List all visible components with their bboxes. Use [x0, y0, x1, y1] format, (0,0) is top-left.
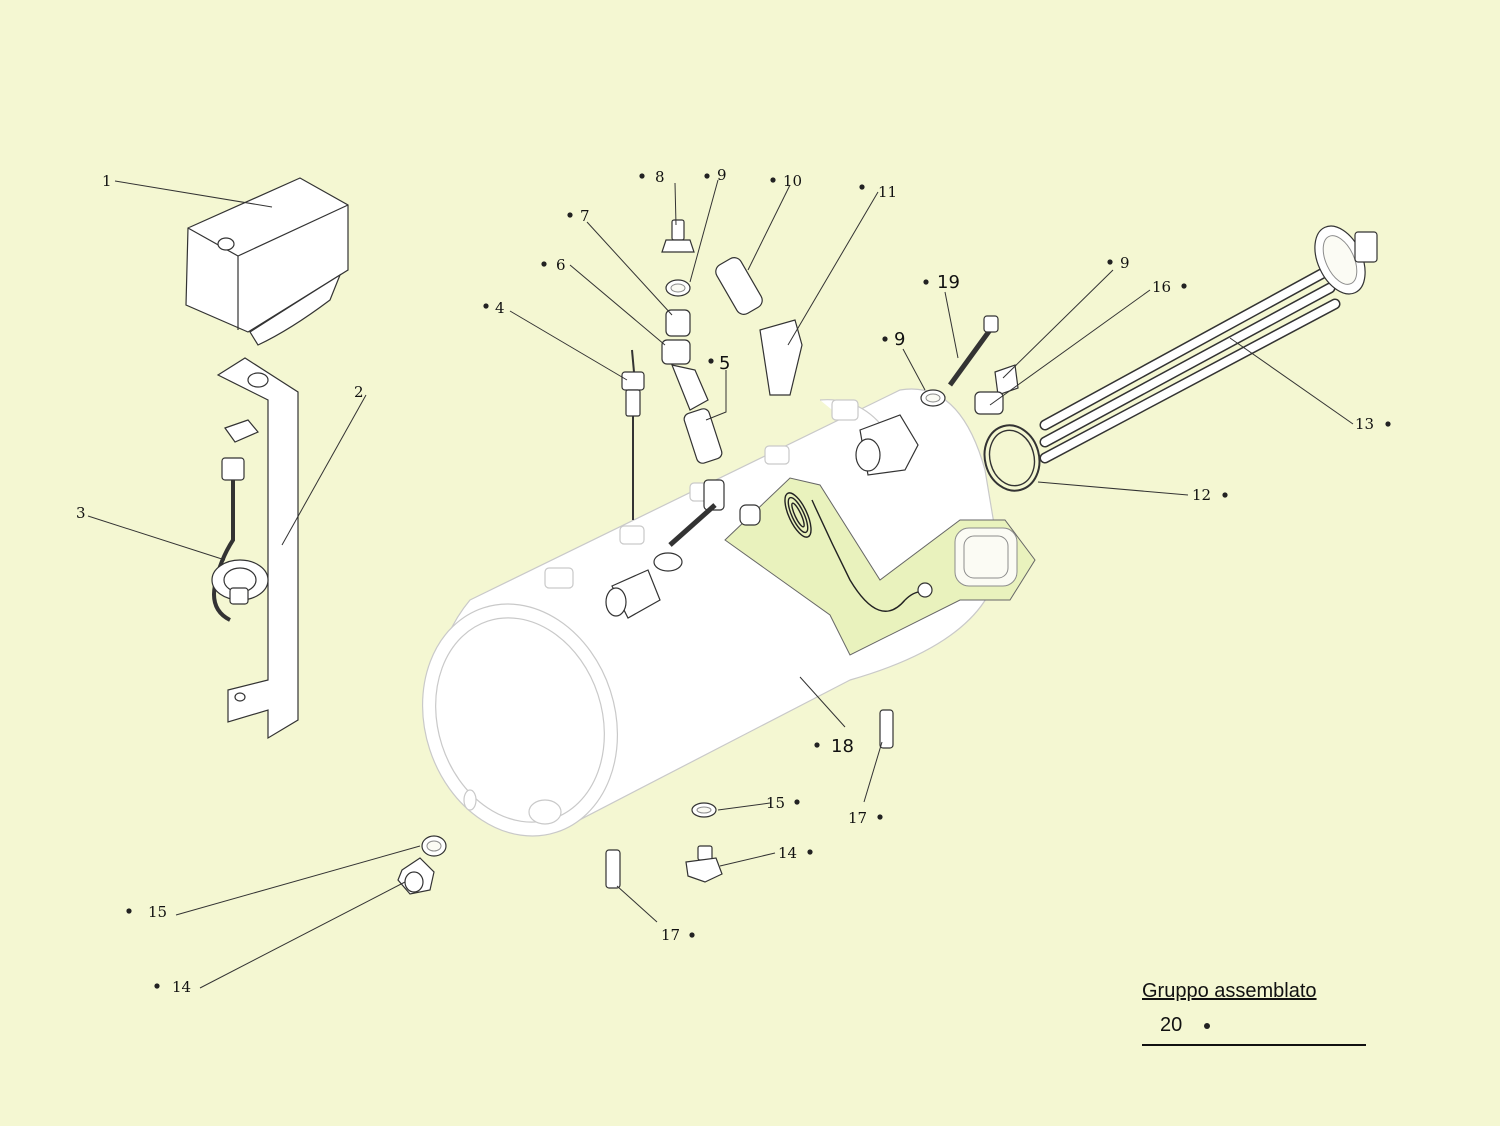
assembly-dot: [1204, 1023, 1210, 1029]
callout-17-right: 17: [848, 809, 867, 827]
callout-9-mid: 9: [894, 329, 905, 350]
callout-12: 12: [1192, 486, 1211, 504]
callout-13: 13: [1355, 415, 1374, 433]
callout-5: 5: [719, 353, 730, 374]
assembly-legend: Gruppo assemblato 20: [1142, 980, 1366, 1048]
assembly-number: 20: [1160, 1014, 1183, 1036]
callout-14-right: 14: [778, 844, 797, 862]
callout-7: 7: [580, 207, 590, 225]
callout-1: 1: [102, 172, 112, 190]
callout-2: 2: [354, 383, 364, 401]
callout-10: 10: [783, 172, 802, 190]
callout-14-left: 14: [172, 978, 191, 996]
boiler-tank: [421, 388, 1001, 837]
callout-4: 4: [495, 299, 505, 317]
leader-lines: [87, 179, 1354, 989]
callout-15-left: 15: [148, 903, 167, 921]
callout-labels: 1 2 3 4 5 6 7 8 9 10 11 12 13 14 14 15 1…: [76, 166, 1374, 996]
callout-11: 11: [878, 183, 897, 201]
heating-element: [1039, 225, 1378, 464]
callout-dots: [126, 173, 1391, 989]
callout-3: 3: [76, 504, 86, 522]
callout-19: 19: [937, 272, 960, 293]
caps-and-washers: [397, 709, 894, 895]
capillary-tube: [211, 419, 269, 622]
highlighted-bracket: [724, 477, 1036, 656]
level-probe: [621, 349, 645, 520]
callout-18: 18: [831, 736, 854, 757]
callout-8: 8: [655, 168, 665, 186]
fittings-right: [855, 315, 1019, 476]
callout-16: 16: [1152, 278, 1171, 296]
callout-9-right: 9: [1120, 254, 1130, 272]
pressure-switch: [185, 177, 349, 346]
callout-9-top: 9: [717, 166, 727, 184]
callout-6: 6: [556, 256, 566, 274]
callout-17-left: 17: [661, 926, 680, 944]
mounting-bracket: [216, 357, 299, 740]
callout-15-right: 15: [766, 794, 785, 812]
assembly-title: Gruppo assemblato: [1142, 980, 1317, 1002]
assembly-rule: [1142, 1044, 1366, 1046]
gasket-ring: [983, 424, 1041, 492]
